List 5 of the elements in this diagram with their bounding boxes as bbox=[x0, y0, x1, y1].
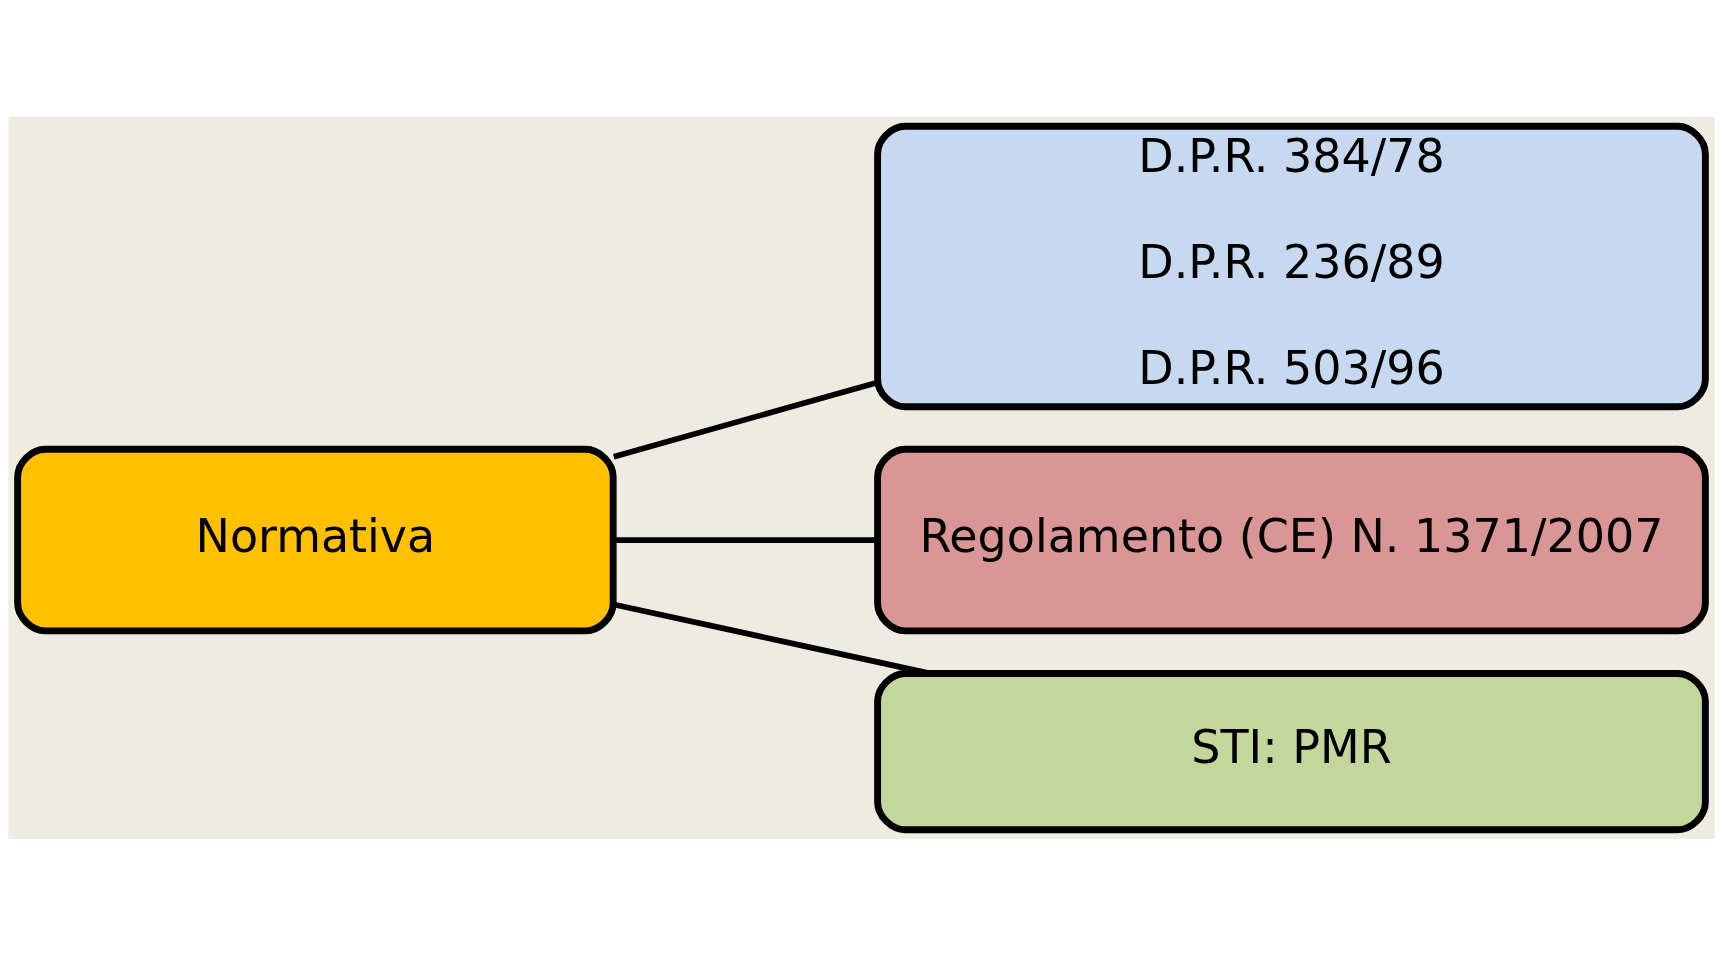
node-box: D.P.R. 384/78 D.P.R. 236/89 D.P.R. 503/96 bbox=[874, 122, 1709, 410]
node-box: STI: PMR bbox=[874, 669, 1709, 833]
node-box: Regolamento (CE) N. 1371/2007 bbox=[874, 445, 1709, 634]
connector bbox=[613, 536, 878, 543]
node-box: Normativa bbox=[14, 445, 617, 634]
